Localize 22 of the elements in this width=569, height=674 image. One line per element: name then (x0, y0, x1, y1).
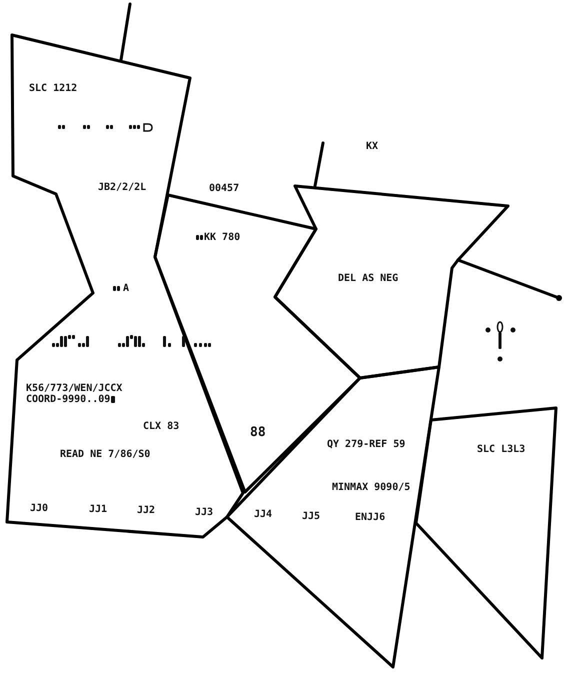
sector-label: MINMAX 9090/5 (332, 483, 410, 493)
sector-label: 88 (250, 426, 266, 438)
sector-label: ENJJ6 (355, 513, 386, 523)
sector-label: A (123, 284, 130, 294)
sector-label: K56/773/WEN/JCCX (26, 384, 122, 394)
sector-label: QY 279-REF 59 (327, 440, 406, 450)
sector-label: COORD-9990..09 (26, 395, 110, 405)
map-label: 00457 (209, 184, 240, 194)
sector-label: KK 780 (204, 233, 240, 243)
map-label: KX (366, 142, 378, 152)
sector-label: READ NE 7/86/S0 (60, 450, 150, 460)
sector-label: JJ2 (137, 506, 156, 516)
sector-label: CLX 83 (143, 422, 180, 432)
sector-label: JJ0 (30, 504, 48, 514)
sector-label: JJ1 (89, 505, 108, 515)
sector-label: JJ5 (302, 512, 320, 522)
sector-label: SLC L3L3 (477, 445, 526, 455)
sector-label: SLC 1212 (29, 84, 78, 94)
sector-label: JJ4 (254, 510, 272, 520)
sector-label: JJ3 (195, 508, 214, 518)
sector-label: DEL AS NEG (338, 274, 398, 284)
sector-label: JB2/2/2L (98, 183, 146, 193)
